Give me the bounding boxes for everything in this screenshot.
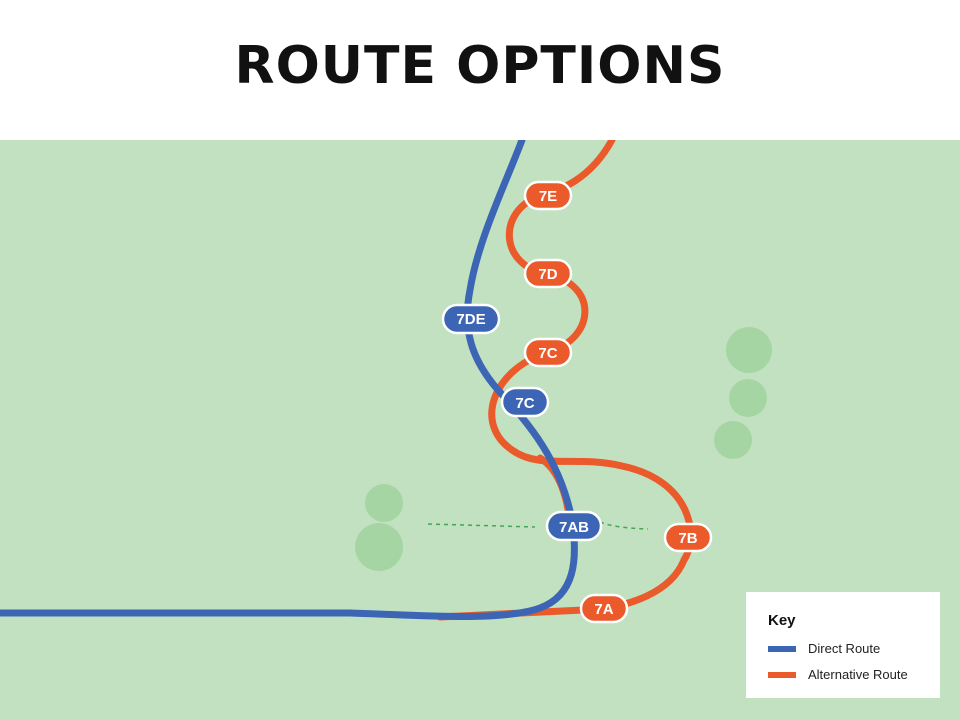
legend-item-direct: Direct Route [768, 641, 940, 656]
stop-label: 7DE [456, 311, 485, 328]
stop-label: 7A [594, 601, 613, 618]
stop-label: 7AB [559, 519, 589, 536]
legend-label: Alternative Route [808, 667, 908, 682]
header: ROUTE OPTIONS [0, 0, 960, 140]
tree-icon [726, 327, 772, 373]
route-map: 7E 7D 7C 7B 7A 7DE 7C 7AB [0, 140, 960, 720]
tree-icon [365, 484, 403, 522]
legend-item-alternative: Alternative Route [768, 667, 940, 682]
legend-swatch-direct [768, 645, 796, 652]
stop-marker-7c-alternative: 7C [523, 337, 573, 368]
direct-route-line [0, 140, 578, 620]
stop-label: 7E [539, 188, 557, 205]
legend-key: Key Direct Route Alternative Route [746, 592, 940, 698]
tree-icon [355, 523, 403, 571]
stop-label: 7D [538, 266, 557, 283]
page-title: ROUTE OPTIONS [234, 36, 726, 96]
stop-marker-7ab: 7AB [545, 510, 603, 542]
stop-marker-7d: 7D [523, 258, 573, 289]
tree-cluster-right [714, 327, 772, 459]
tree-icon [729, 379, 767, 417]
tree-cluster-left [355, 484, 403, 571]
stop-marker-7de: 7DE [441, 303, 501, 335]
stop-marker-7a: 7A [579, 593, 629, 624]
stop-label: 7C [515, 395, 534, 412]
footpath [427, 521, 649, 530]
legend-swatch-alternative [768, 671, 796, 678]
stop-label: 7C [538, 345, 557, 362]
stop-marker-7e: 7E [523, 180, 573, 211]
legend-label: Direct Route [808, 641, 881, 656]
stop-marker-7b: 7B [663, 522, 713, 553]
stop-marker-7c-direct: 7C [500, 386, 550, 418]
stop-label: 7B [678, 530, 697, 547]
tree-icon [714, 421, 752, 459]
route-map-svg: 7E 7D 7C 7B 7A 7DE 7C 7AB [0, 140, 960, 720]
legend-title: Key [768, 612, 796, 629]
